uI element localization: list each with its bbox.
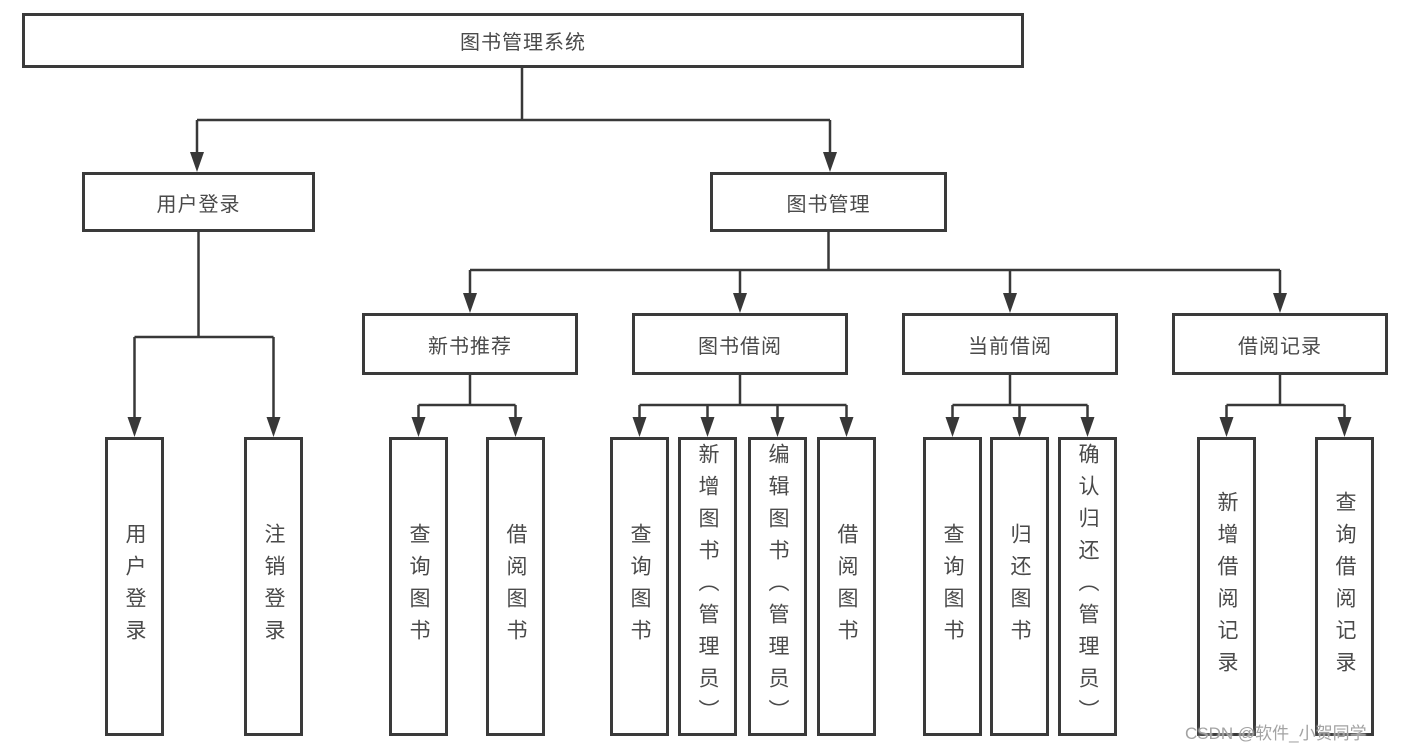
arrowhead-icon (1003, 293, 1017, 313)
arrowhead-icon (1273, 293, 1287, 313)
node-borrow-records: 借阅记录 (1172, 313, 1388, 375)
connector-bookmgmt-to-level3 (463, 232, 1287, 313)
node-user-login: 用户登录 (82, 172, 315, 232)
arrowhead-icon (632, 417, 647, 437)
arrowhead-icon (770, 417, 785, 437)
arrowhead-icon (823, 152, 837, 172)
arrowhead-icon (411, 417, 426, 437)
arrowhead-icon (945, 417, 960, 437)
leaf-query-book-borrow: 查询图书 (610, 437, 669, 736)
leaf-user-login: 用户登录 (105, 437, 164, 736)
arrowhead-icon (127, 417, 142, 437)
leaf-borrow-book: 借阅图书 (817, 437, 876, 736)
arrowhead-icon (700, 417, 715, 437)
arrowhead-icon (1337, 417, 1352, 437)
connector-newbookrec-to-leaves (411, 375, 523, 437)
arrowhead-icon (1219, 417, 1234, 437)
leaf-query-borrow-record: 查询借阅记录 (1315, 437, 1374, 736)
arrowhead-icon (190, 152, 204, 172)
leaf-return-book: 归还图书 (990, 437, 1049, 736)
connector-userlogin-to-leaves (127, 232, 281, 437)
arrowhead-icon (463, 293, 477, 313)
arrowhead-icon (1080, 417, 1095, 437)
arrowhead-icon (733, 293, 747, 313)
connector-root-to-level2 (190, 68, 837, 172)
leaf-add-borrow-record: 新增借阅记录 (1197, 437, 1256, 736)
leaf-borrow-book-recommend: 借阅图书 (486, 437, 545, 736)
connector-bookborrow-to-leaves (632, 375, 854, 437)
leaf-query-book-current: 查询图书 (923, 437, 982, 736)
csdn-watermark: CSDN @软件_小贺同学 (1185, 724, 1367, 743)
node-book-management: 图书管理 (710, 172, 947, 232)
connector-borrowrecords-to-leaves (1219, 375, 1352, 437)
arrowhead-icon (266, 417, 281, 437)
leaf-edit-book-admin: 编辑图书（管理员） (748, 437, 807, 736)
node-root: 图书管理系统 (22, 13, 1024, 68)
connector-currentborrow-to-leaves (945, 375, 1095, 437)
leaf-add-book-admin: 新增图书（管理员） (678, 437, 737, 736)
arrowhead-icon (839, 417, 854, 437)
leaf-query-book-recommend: 查询图书 (389, 437, 448, 736)
node-current-borrow: 当前借阅 (902, 313, 1118, 375)
node-book-borrow: 图书借阅 (632, 313, 848, 375)
arrowhead-icon (508, 417, 523, 437)
arrowhead-icon (1012, 417, 1027, 437)
leaf-confirm-return-admin: 确认归还（管理员） (1058, 437, 1117, 736)
leaf-logout: 注销登录 (244, 437, 303, 736)
node-new-book-recommend: 新书推荐 (362, 313, 578, 375)
